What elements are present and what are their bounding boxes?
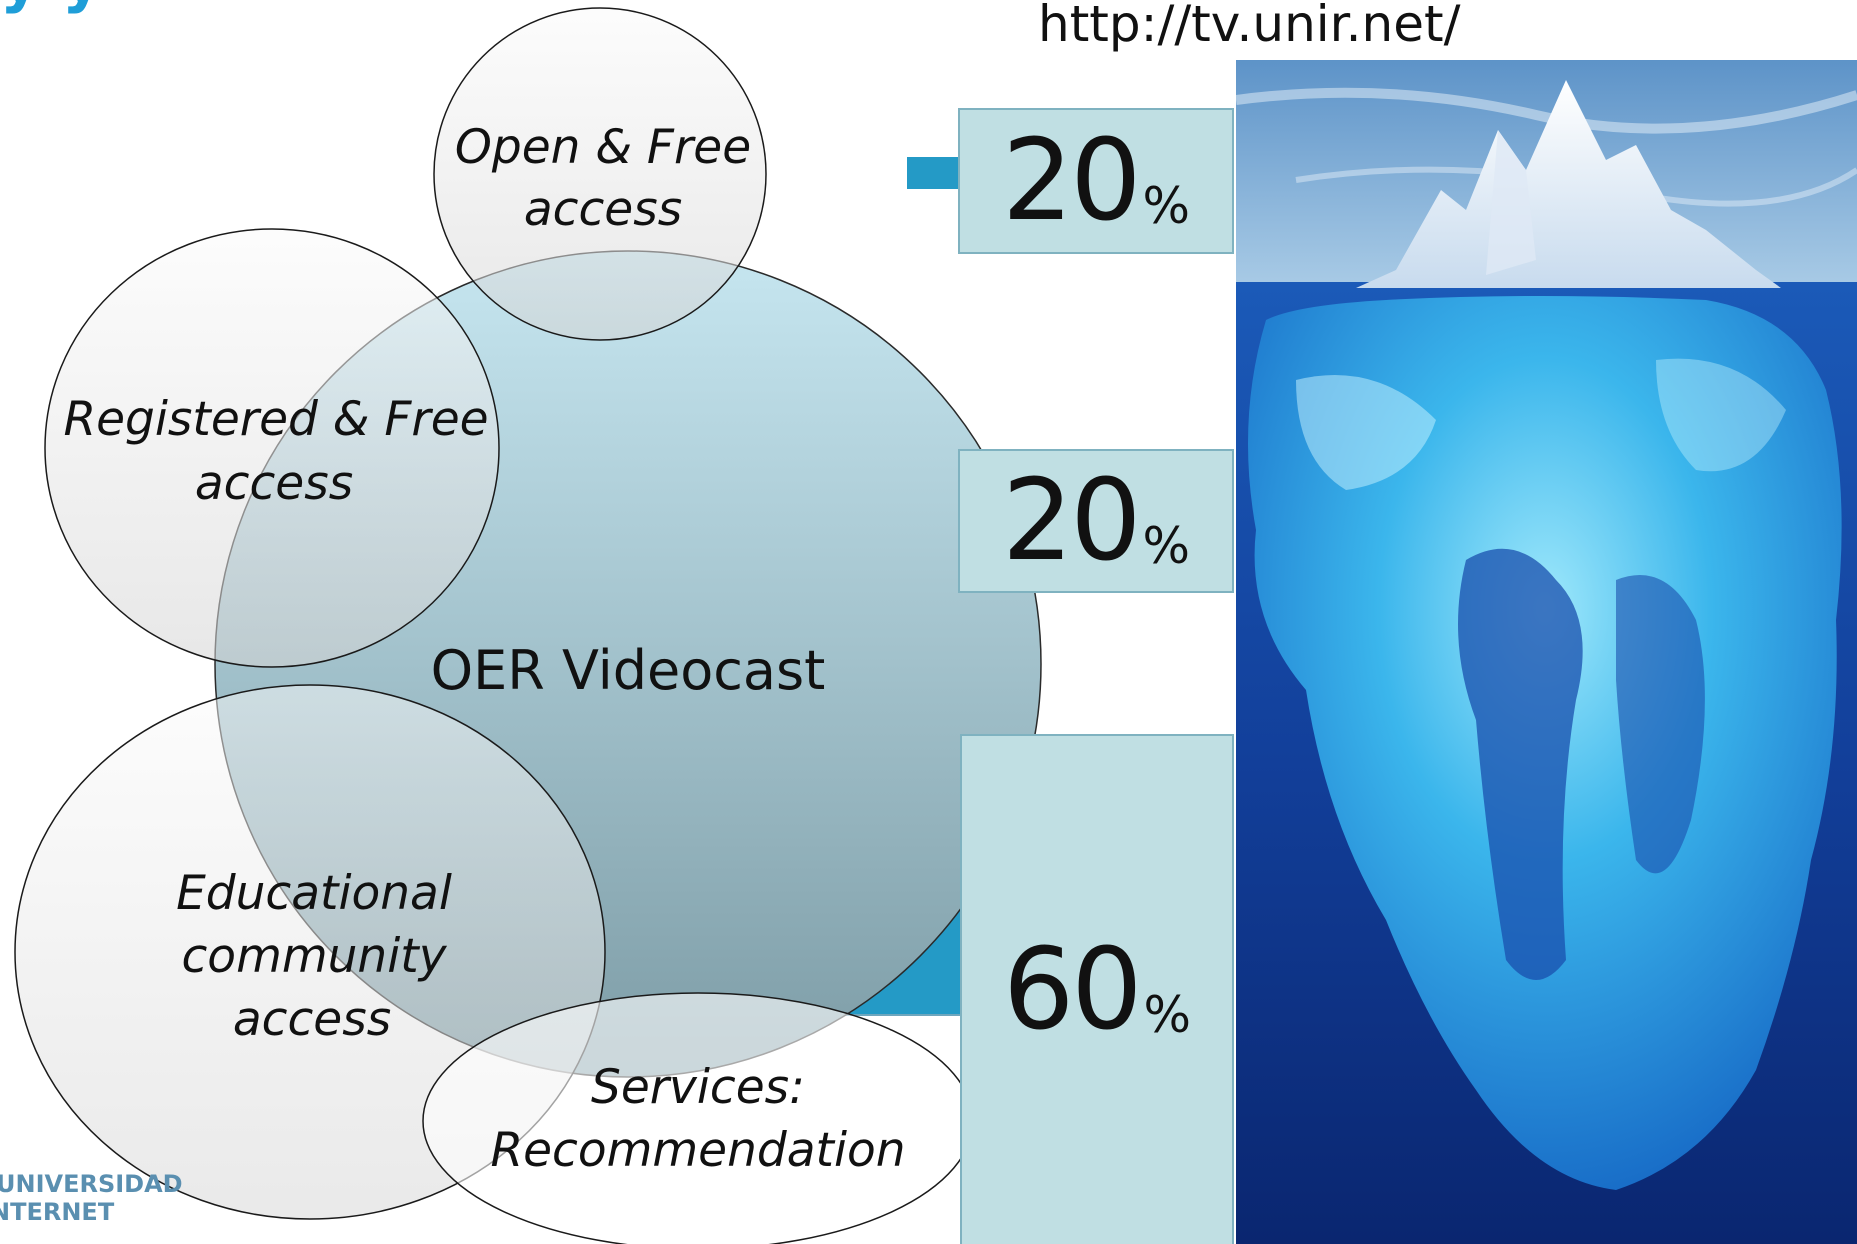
logo-line-1: UNIVERSIDAD — [0, 1170, 183, 1198]
logo-line-2: NTERNET — [0, 1198, 115, 1226]
services-circle — [422, 992, 974, 1244]
tier-1-unit: % — [1142, 177, 1191, 235]
site-url[interactable]: http://tv.unir.net/ — [1038, 0, 1461, 53]
slide-title: y y — [0, 0, 102, 10]
tier-1-percent-box: 20 % — [958, 108, 1234, 254]
tier-1-value: 20 — [1001, 116, 1142, 246]
registered-free-label-2: access — [195, 456, 353, 511]
oer-videocast-label: OER Videocast — [431, 639, 826, 702]
tier-2-unit: % — [1142, 517, 1191, 575]
services-label-1: Services: — [591, 1060, 805, 1115]
iceberg-image — [1236, 60, 1857, 1244]
open-free-label-2: access — [524, 182, 682, 237]
university-logo: UNIVERSIDAD NTERNET — [0, 1170, 183, 1226]
registered-free-label-1: Registered & Free — [63, 392, 488, 447]
tier-2-value: 20 — [1001, 456, 1142, 586]
tier-3-unit: % — [1143, 986, 1192, 1044]
services-label-2: Recommendation — [490, 1123, 905, 1178]
tier-3-value: 60 — [1002, 925, 1143, 1055]
open-free-circle — [433, 7, 767, 341]
tier-3-percent-box: 60 % — [960, 734, 1234, 1244]
educational-label-2: community — [181, 929, 447, 984]
educational-label-1: Educational — [176, 866, 452, 921]
educational-label-3: access — [233, 992, 391, 1047]
connector-bar-top — [907, 157, 962, 189]
registered-free-circle — [44, 228, 500, 668]
open-free-label-1: Open & Free — [455, 120, 751, 175]
tier-2-percent-box: 20 % — [958, 449, 1234, 593]
